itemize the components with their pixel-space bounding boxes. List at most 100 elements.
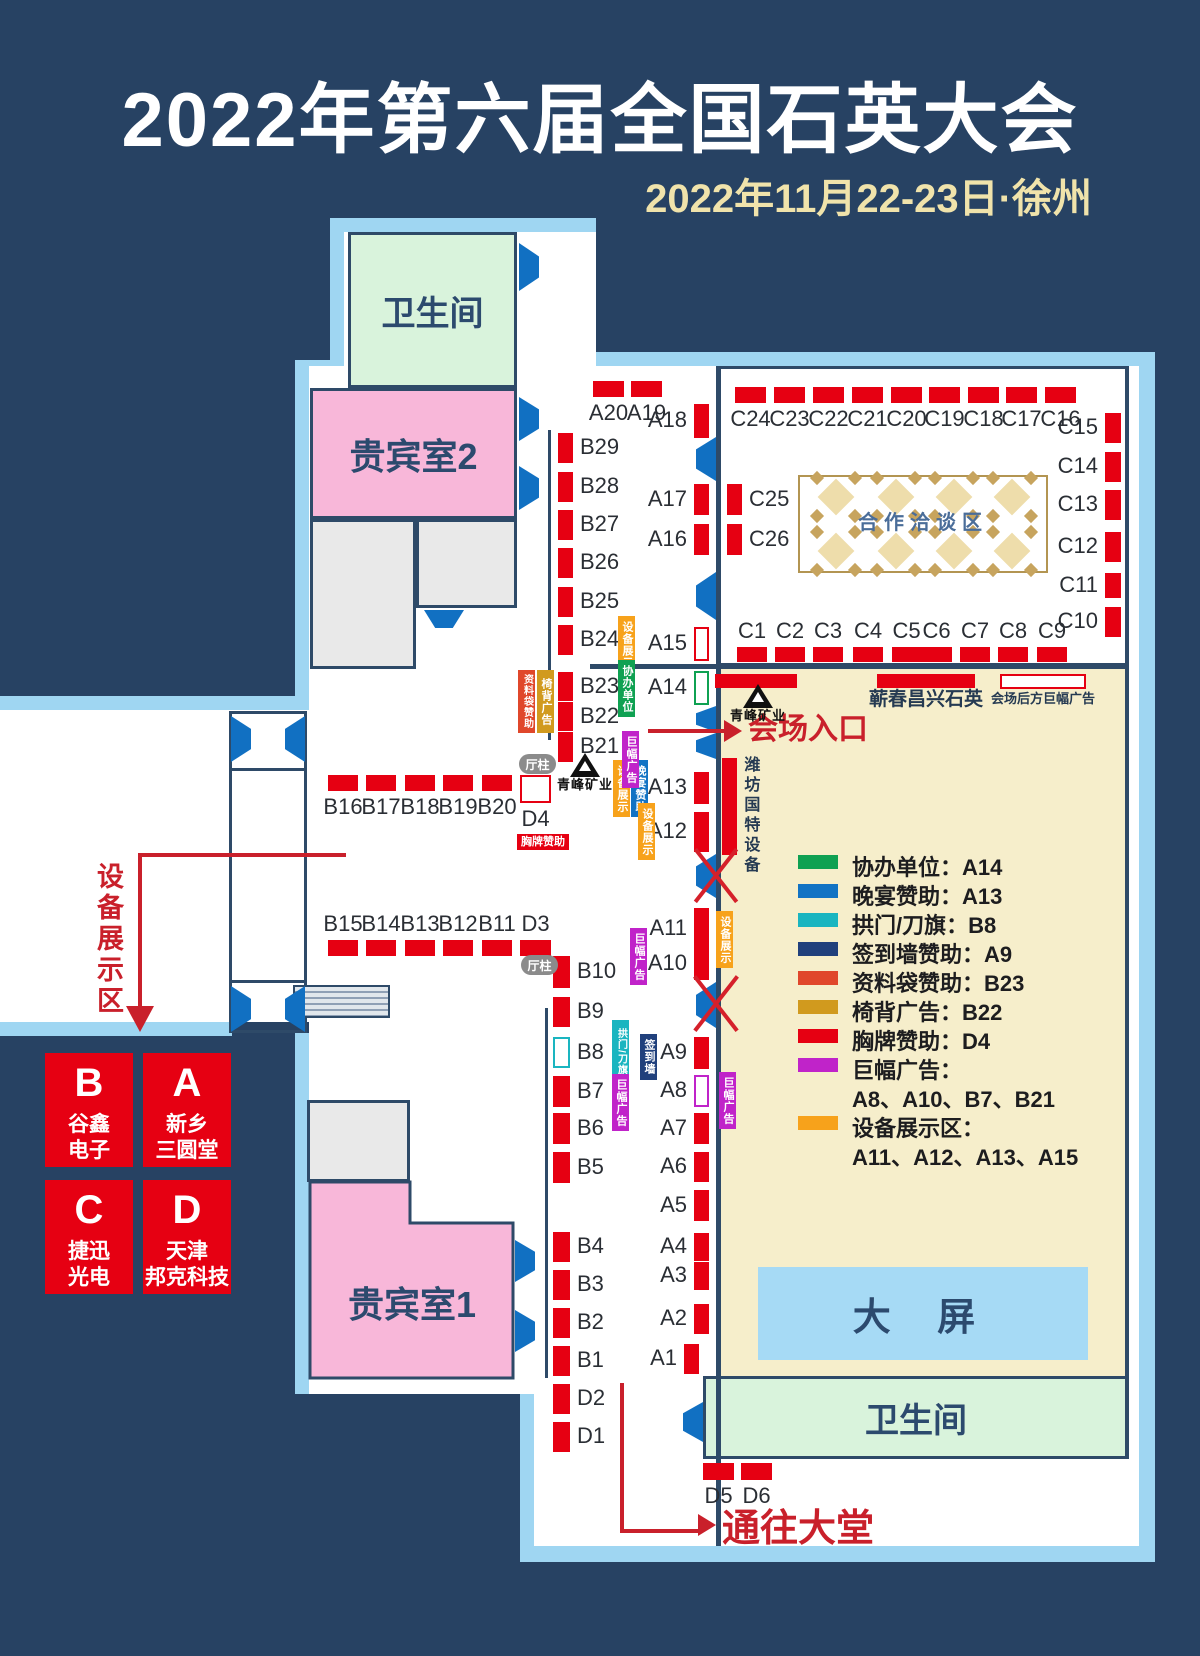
room-restroom-bottom: 卫生间 [703,1376,1129,1459]
booth-label-C10: C10 [1057,608,1098,633]
wall-line [548,430,551,740]
tag-巨幅广告: 巨幅广告 [630,928,647,985]
booth-C1 [737,647,767,662]
door-icon [519,466,539,510]
booth-label-C6: C6 [922,618,951,643]
outer-wall [1139,352,1155,1562]
legend-swatch [798,1058,838,1072]
booth-C26 [727,524,742,555]
wall-line [229,711,307,714]
booth-C14 [1105,452,1121,482]
booth-C5 [892,647,921,662]
booth-B2 [553,1308,570,1338]
outer-wall [330,218,596,233]
tag-设备展示: 设备展示 [716,911,733,968]
booth-D6 [741,1463,772,1480]
booth-label-A15: A15 [647,630,687,655]
rear-banner-label: 会场后方巨幅广告 [990,691,1095,706]
company-name: 捷迅 光电 [68,1240,110,1290]
floor-area [0,710,309,1022]
outer-wall [295,360,309,698]
booth-label-D1: D1 [577,1423,606,1448]
booth-label-A9: A9 [660,1039,687,1064]
booth-C7 [960,647,990,662]
wall-line [229,768,307,771]
booth-B3 [553,1270,570,1300]
tag-拱门/刀旗: 拱门/刀旗 [612,1020,629,1084]
booth-D2 [553,1384,570,1414]
booth-A5 [694,1190,709,1221]
booth-C24 [735,387,766,403]
room-label-restroom-top: 卫生间 [381,294,484,333]
booth-D4 [520,775,551,803]
door-icon [696,706,716,732]
lobby-label: 通往大堂 [722,1508,875,1550]
booth-label-B11: B11 [478,911,516,936]
booth-A18 [694,404,709,438]
booth-label-C8: C8 [998,618,1028,643]
pillar-2: 厅柱 [521,955,558,975]
booth-label-B14: B14 [361,911,401,936]
booth-C15 [1105,413,1121,443]
path-arrow-head-icon [126,1006,154,1032]
booth-D5 [703,1463,734,1480]
door-icon [231,716,251,762]
booth-label-B19: B19 [438,794,478,819]
door-icon [231,986,251,1032]
booth-label-B16: B16 [323,794,363,819]
booth-label-A14: A14 [647,674,687,699]
legend-item: 巨幅广告： [852,1058,963,1083]
booth-C6 [921,647,952,662]
booth-label-A19: A19 [626,400,667,425]
booth-label-C5: C5 [892,618,921,643]
booth-C19 [929,387,960,403]
company-letter: A [172,1061,202,1105]
room-label-restroom-bottom: 卫生间 [865,1402,967,1440]
legend-swatch [798,942,838,956]
path-arrow-line [138,853,142,1011]
booth-B6 [553,1113,570,1144]
booth-C10 [1105,607,1121,637]
negotiation-area-label: 合作洽谈区 [858,512,988,534]
booth-C16 [1045,387,1076,403]
outer-wall [520,1378,534,1560]
tag-巨幅广告: 巨幅广告 [612,1074,629,1131]
booth-B27 [558,510,573,540]
qingfeng-mining-label: 青峰矿业 [556,777,613,792]
wall-line [304,711,307,1033]
booth-label-C20: C20 [886,406,927,431]
booth-D1 [553,1422,570,1452]
booth-label-C4: C4 [853,618,883,643]
door-icon [515,1240,535,1282]
booth-label-B20: B20 [477,794,517,819]
booth-D3 [520,940,551,956]
booth-label-A13: A13 [647,774,687,799]
pillar-1: 厅柱 [519,754,556,774]
booth-B24 [558,625,573,655]
booth-A11 [694,908,709,950]
booth-label-A6: A6 [660,1153,687,1178]
booth-label-B24: B24 [580,626,620,651]
booth-C23 [774,387,805,403]
banner [877,674,975,688]
equipment-zone-label: 设备展示区 [93,862,124,1017]
company-letter: C [74,1188,104,1232]
booth-label-C26: C26 [749,525,790,551]
legend-swatch [798,1116,838,1130]
entrance-label: 会场入口 [748,713,868,746]
booth-A2 [694,1304,709,1334]
tag-巨幅广告: 巨幅广告 [622,731,639,788]
weifang-guote-label: 潍坊国特设备 [741,756,759,876]
booth-B4 [553,1232,570,1262]
room-main-hall [720,668,1129,1378]
booth-B7 [553,1076,570,1107]
booth-label-B15: B15 [323,911,363,936]
booth-label-A11: A11 [649,915,687,940]
wall-line [229,1030,307,1033]
booth-C20 [891,387,922,403]
door-icon [696,572,716,620]
company-name: 天津 邦克科技 [145,1240,229,1290]
legend-item: A11、A12、A13、A15 [852,1145,1079,1170]
legend-swatch [798,913,838,927]
booth-label-D2: D2 [577,1385,606,1410]
